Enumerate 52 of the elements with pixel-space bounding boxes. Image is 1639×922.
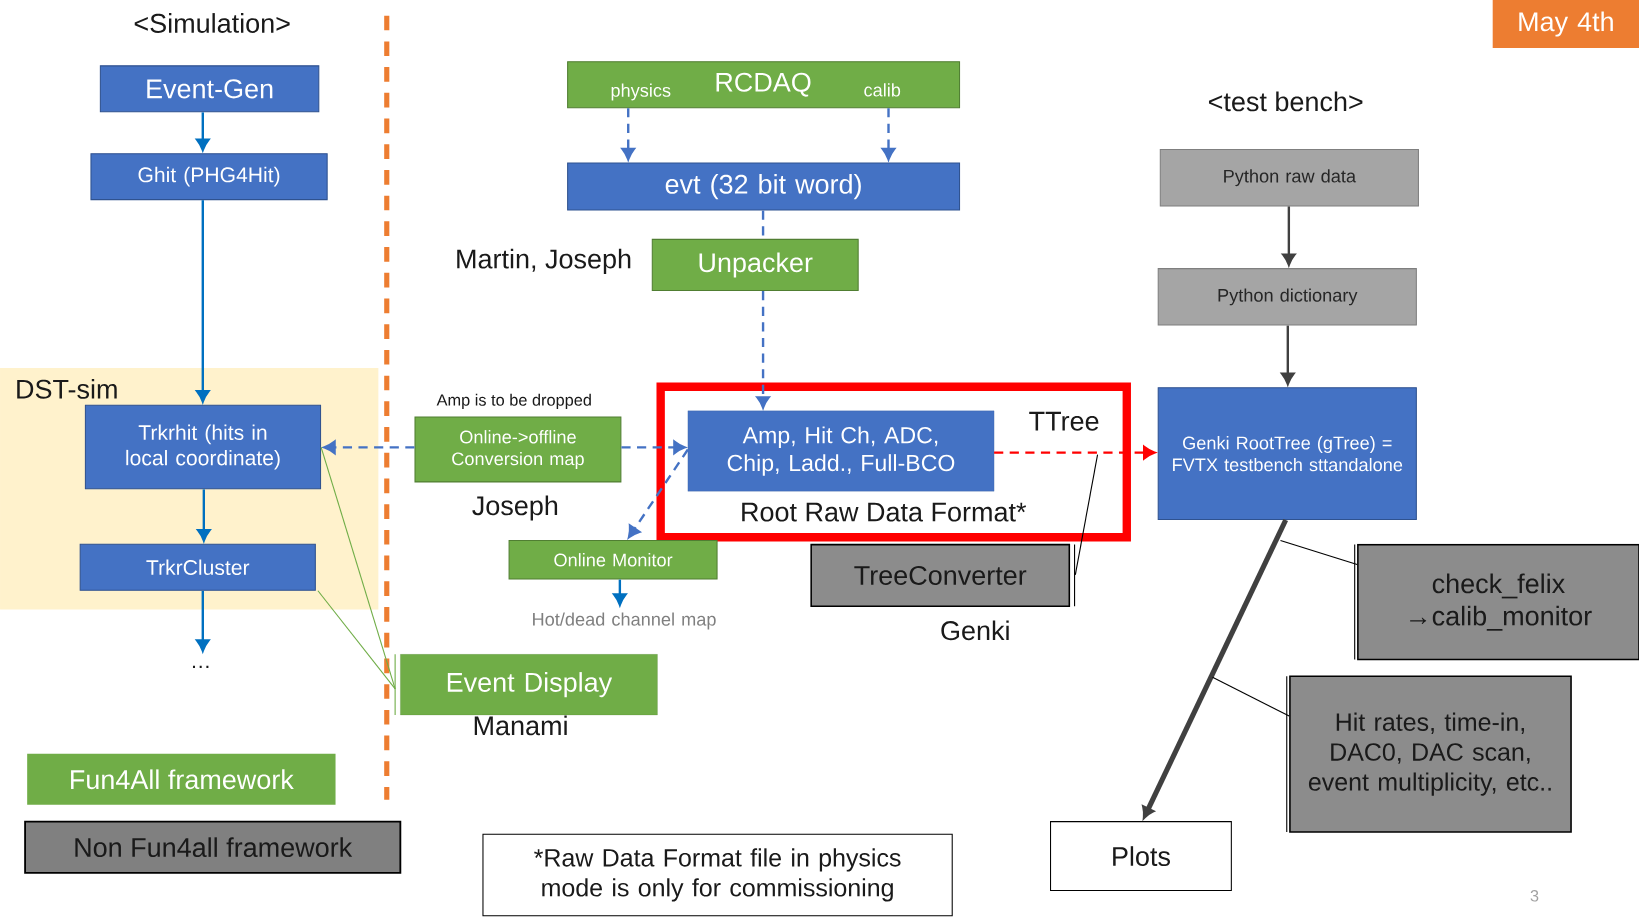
section-heading: <test bench>	[1209, 91, 1363, 112]
connector-line	[320, 446, 396, 690]
arrow	[1280, 325, 1295, 386]
process-box: TrkrCluster	[79, 543, 316, 591]
process-box: Event-Gen	[99, 65, 320, 113]
arrow	[195, 112, 210, 151]
author-label: Martin, Joseph	[457, 248, 631, 274]
output-text: Hot/dead channel map	[533, 612, 716, 630]
process-box: Python dictionary	[1157, 268, 1417, 326]
process-box: Hit rates, time-in, DAC0, DAC scan, event multiplicity, etc..	[1289, 675, 1572, 833]
process-box: TreeConverter	[810, 543, 1071, 608]
process-box: evt (32 bit word)	[567, 162, 961, 211]
author-label: Manami	[474, 715, 567, 736]
arrow	[195, 590, 210, 652]
arrow	[195, 200, 210, 403]
arrow	[1282, 206, 1296, 266]
output-box: Plots	[1050, 821, 1232, 892]
footnote-box: *Raw Data Format file in physics mode is only for commissioning	[482, 833, 953, 917]
data-box: Amp, Hit Ch, ADC, Chip, Ladd., Full-BCO	[687, 410, 995, 492]
connector-line	[317, 590, 396, 690]
arrow	[1142, 518, 1289, 819]
arrow	[197, 489, 211, 542]
arrow	[323, 440, 415, 455]
process-box: Trkrhit (hits in local coordinate)	[84, 404, 322, 490]
ellipsis-text: …	[193, 665, 209, 669]
legend-text: Non Fun4all framework	[75, 837, 353, 858]
arrow	[621, 440, 686, 455]
section-heading: <Simulation>	[134, 13, 290, 33]
process-box: physics RCDAQ calib	[567, 61, 961, 109]
author-label: Joseph	[472, 495, 558, 521]
arrow	[621, 108, 636, 161]
arrow	[756, 291, 770, 409]
arrow	[994, 445, 1156, 460]
date-badge: May 4th	[1492, 0, 1639, 49]
leader-line	[1074, 454, 1099, 576]
author-label: Genki	[941, 620, 1009, 641]
note-text: Amp is to be dropped	[436, 393, 591, 410]
process-box: Event Display	[400, 654, 658, 716]
legend-text: Fun4All framework	[71, 769, 294, 790]
process-box: Online Monitor	[508, 539, 718, 580]
process-box: Online->offline Conversion map	[414, 416, 622, 483]
leader-line	[1212, 676, 1290, 717]
process-box: Unpacker	[651, 238, 859, 292]
arrow	[881, 108, 896, 161]
leader-line	[1279, 539, 1358, 566]
process-box: Python raw data	[1159, 149, 1419, 207]
process-box: check_felix →calib_monitor	[1357, 543, 1639, 661]
arrow	[613, 579, 627, 606]
process-box: Genki RootTree (gTree) = FVTX testbench sttandalone	[1157, 387, 1417, 521]
arrow	[627, 448, 689, 539]
page-number: 3	[1530, 890, 1539, 902]
process-box: Ghit (PHG4Hit)	[90, 153, 328, 201]
